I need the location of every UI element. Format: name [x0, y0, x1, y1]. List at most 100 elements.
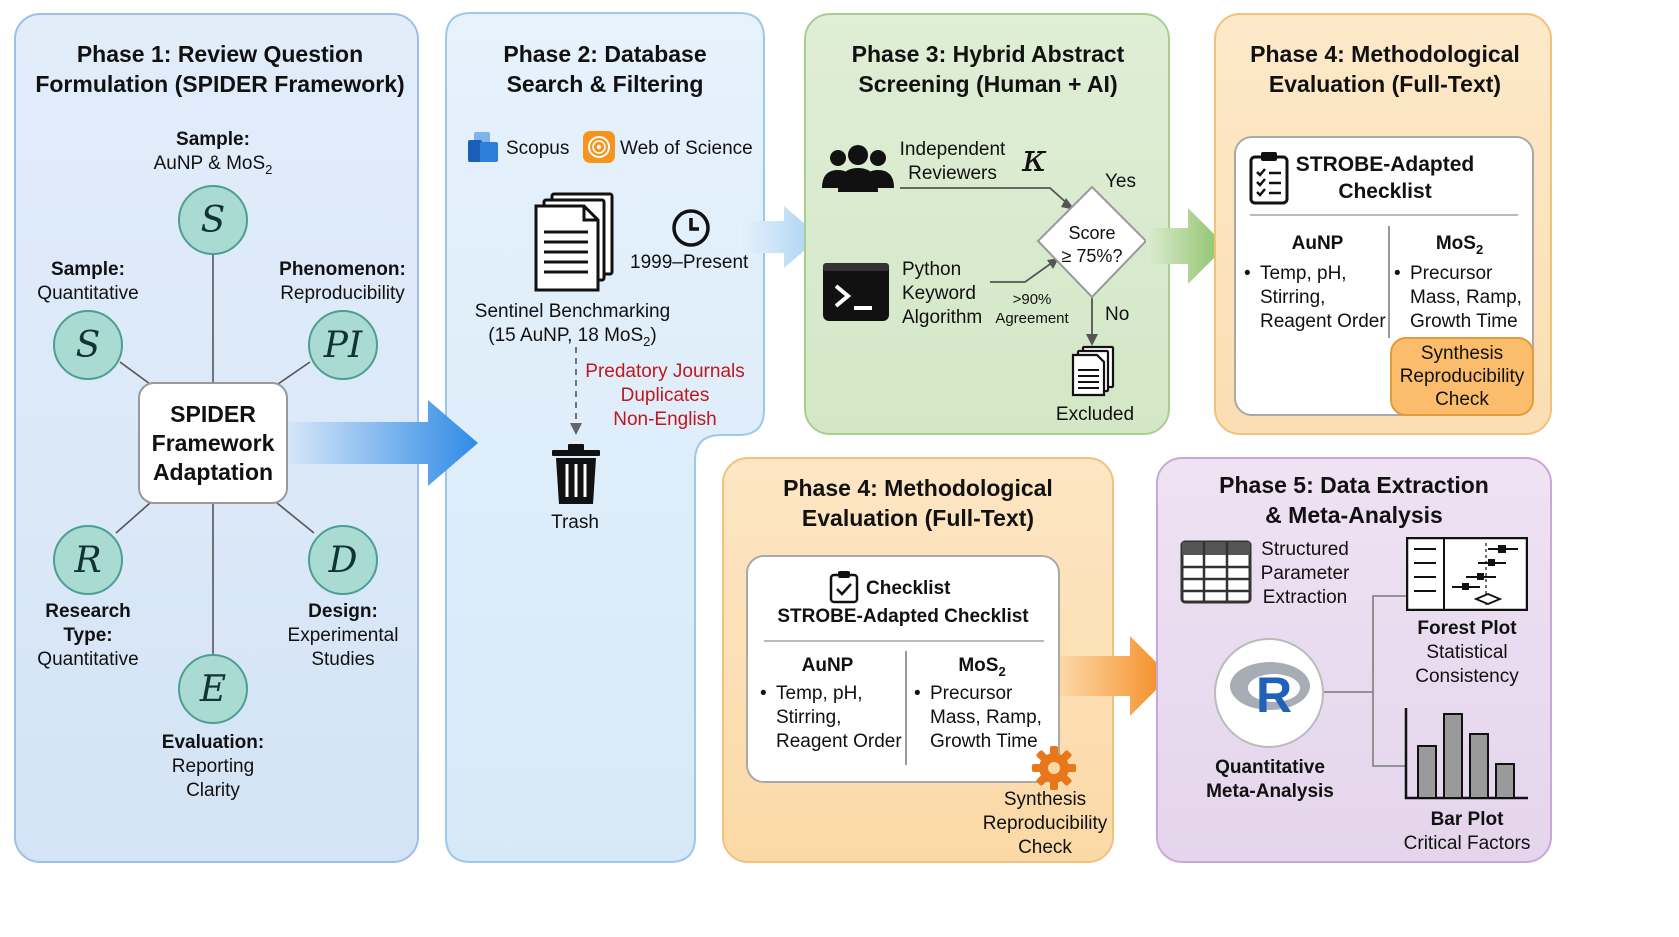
documents-icon	[534, 192, 614, 292]
bar-line1: Critical Factors	[1403, 833, 1531, 854]
phase4b-col1-head: AuNP	[801, 655, 854, 676]
db-web-of-science: Web of Science	[620, 138, 753, 159]
phase3-flow	[900, 185, 1148, 346]
r-logo-letter: R	[1256, 667, 1293, 723]
phase4b-col1-item: Stirring,	[776, 706, 921, 730]
label-text: Reproducibility	[280, 283, 405, 304]
label-text2: Clarity	[186, 780, 240, 801]
label-text2: Studies	[311, 649, 375, 670]
label-design: Design: Experimental Studies	[268, 600, 418, 672]
label-sample-left: Sample: Quantitative	[13, 258, 163, 306]
phase4b-col2-item: •Precursor	[914, 683, 1013, 704]
label-text: Quantitative	[37, 283, 139, 304]
decision-diamond	[1036, 185, 1148, 299]
arrow-phase4-to-phase5	[1060, 636, 1170, 716]
label-title: Phenomenon:	[279, 259, 406, 280]
label-evaluation: Evaluation: Reporting Clarity	[128, 731, 298, 803]
col2-head-text: MoS	[958, 655, 999, 676]
label-text: Quantitative	[37, 649, 139, 670]
clipboard-check-icon	[829, 571, 859, 604]
center-line3: Adaptation	[152, 458, 274, 485]
phase4a-synthesis-chip: Synthesis Reproducibility Check	[1390, 337, 1534, 416]
meta-line1: Quantitative	[1215, 757, 1325, 778]
label-title: Sample:	[176, 129, 250, 150]
structured-extraction-label: Structured Parameter Extraction	[1250, 538, 1360, 610]
node-letter: PI	[323, 324, 363, 366]
line-python-to-decision	[990, 261, 1054, 283]
node-letter: E	[199, 668, 227, 710]
filter-list: Predatory Journals Duplicates Non-Englis…	[580, 360, 750, 432]
label-text1: Reporting	[171, 756, 255, 777]
phase3-title-line2: Screening (Human + AI)	[858, 71, 1118, 97]
bar-plot-label: Bar Plot Critical Factors	[1392, 808, 1542, 856]
phase2-title-line1: Phase 2: Database	[503, 41, 707, 67]
python-line2: Keyword	[902, 283, 976, 304]
excluded-documents-icon	[1071, 345, 1115, 397]
decision-line1: Score	[1068, 223, 1116, 243]
phase4b-col2-item: Mass, Ramp,	[930, 706, 1075, 730]
label-sub: 2	[265, 161, 273, 177]
python-line3: Algorithm	[902, 307, 983, 328]
phase3-title: Phase 3: Hybrid Abstract Screening (Huma…	[810, 39, 1166, 99]
phase4b-col1-list: •Temp, pH, Stirring, Reagent Order	[760, 682, 921, 754]
gear-icon	[1032, 746, 1076, 790]
filter-non-english: Non-English	[613, 409, 717, 430]
label-title: Sample:	[51, 259, 125, 280]
node-letter: S	[75, 324, 101, 366]
web-of-science-icon	[583, 131, 615, 163]
chip-line2: Reproducibility	[1399, 366, 1525, 387]
phase5-title-line2: & Meta-Analysis	[1265, 502, 1443, 528]
item-text: Stirring,	[776, 707, 842, 728]
phase4a-col1-list: •Temp, pH, Stirring, Reagent Order	[1244, 262, 1405, 334]
meta-line2: Meta-Analysis	[1206, 781, 1334, 802]
phase4b-title-line2: Evaluation (Full-Text)	[801, 505, 1035, 531]
phase4b-synthesis-label: Synthesis Reproducibility Check	[975, 788, 1115, 860]
col2-head-text: MoS	[1435, 233, 1476, 254]
col2-head-sub: 2	[998, 663, 1006, 679]
phase2-panel	[445, 12, 765, 863]
item-text: Temp, pH,	[1260, 263, 1347, 284]
clipboard-icon	[1249, 152, 1289, 205]
phase4a-col-divider	[1388, 226, 1390, 338]
decision-no: No	[1105, 304, 1130, 325]
python-label: Python Keyword Algorithm	[902, 258, 982, 330]
synth-line2: Reproducibility	[982, 813, 1108, 834]
phase4a-title-line2: Evaluation (Full-Text)	[1268, 71, 1502, 97]
synth-line1: Synthesis	[1003, 789, 1087, 810]
decision-label: Score ≥ 75%?	[1052, 222, 1132, 268]
structured-line2: Parameter	[1260, 563, 1350, 584]
reviewers-label: Independent Reviewers	[895, 138, 1010, 186]
decision-line2: ≥ 75%?	[1061, 246, 1123, 266]
col2-head-sub: 2	[1475, 241, 1484, 257]
phase2-title: Phase 2: Database Search & Filtering	[450, 39, 760, 99]
forest-plot-label: Forest Plot Statistical Consistency	[1392, 617, 1542, 689]
phase1-title-line1: Phase 1: Review Question	[76, 41, 364, 67]
phase4b-col2-list: •Precursor Mass, Ramp, Growth Time	[914, 682, 1075, 754]
filter-duplicates: Duplicates	[620, 385, 710, 406]
phase3-title-line1: Phase 3: Hybrid Abstract	[851, 41, 1125, 67]
spoke-pi	[277, 361, 311, 385]
forest-line1: Statistical	[1426, 642, 1508, 663]
spider-node-e: E	[178, 654, 248, 724]
spider-node-pi: PI	[308, 310, 378, 380]
arrow-phase2-to-phase3	[740, 206, 820, 268]
line-reviewers-to-decision	[900, 187, 1071, 207]
checklist-line2: Checklist	[1338, 180, 1432, 203]
phase5-connectors	[1323, 595, 1406, 767]
agreement-line1: >90%	[1012, 291, 1052, 308]
forest-line2: Consistency	[1415, 666, 1519, 687]
node-letter: R	[74, 539, 102, 581]
center-line2: Framework	[151, 429, 275, 456]
item-text: Stirring,	[1260, 287, 1326, 308]
label-title: Evaluation:	[161, 732, 265, 753]
spider-spokes	[115, 254, 315, 656]
spoke-s-left	[119, 361, 151, 385]
phase4b-checklist-head: Checklist	[866, 578, 951, 599]
phase4b-col2-head: MoS2	[912, 654, 1052, 684]
table-icon	[1180, 540, 1252, 604]
phase4b-col-divider	[905, 651, 907, 765]
clock-icon	[672, 209, 710, 247]
spoke-r	[115, 502, 151, 534]
phase4b-title: Phase 4: Methodological Evaluation (Full…	[722, 473, 1114, 533]
forest-plot-chart	[1406, 537, 1528, 611]
